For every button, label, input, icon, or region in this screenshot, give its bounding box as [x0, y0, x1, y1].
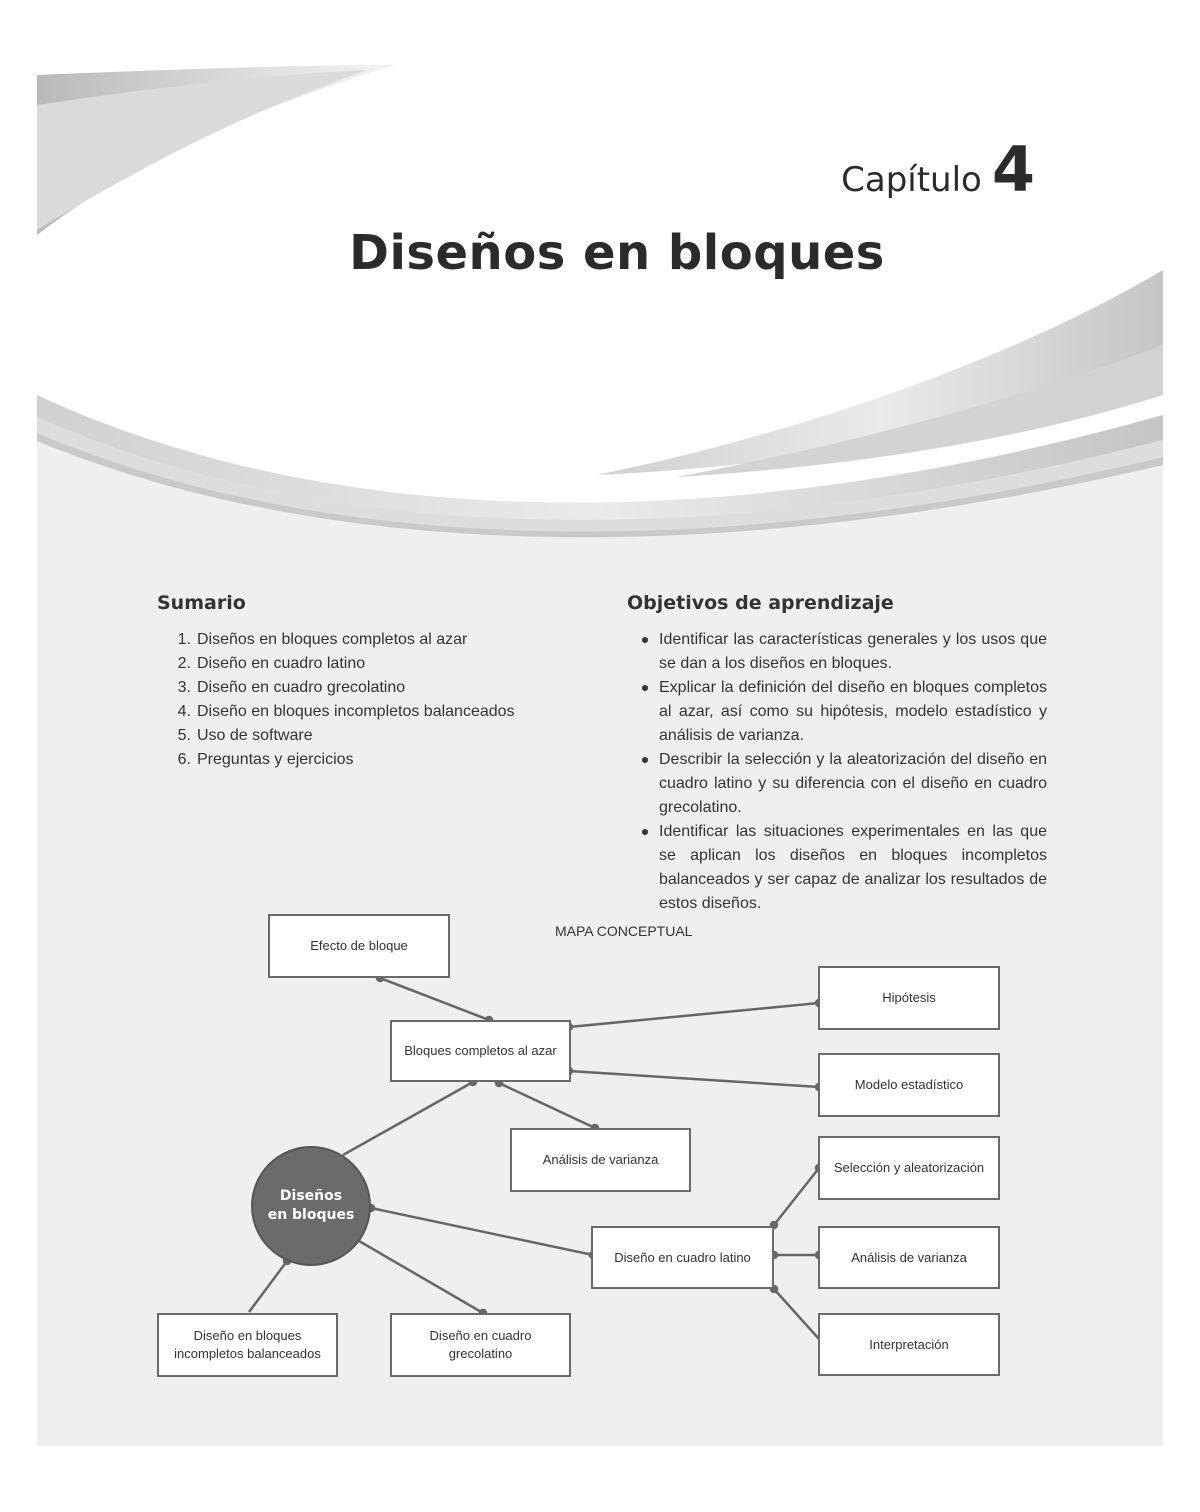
center-line: Diseños [279, 1188, 343, 1204]
node-seleccion-aleatorizacion: Selección y aleatorización [818, 1136, 1000, 1200]
list-item: 5. Uso de software [175, 724, 515, 748]
chapter-label: Capítulo 4 [841, 133, 1035, 206]
list-item: 3. Diseño en cuadro grecolatino [175, 676, 515, 700]
node-line: incompletos balanceados [174, 1346, 321, 1361]
node-bloques-incompletos: Diseño en bloques incompletos balanceados [157, 1313, 338, 1377]
item-text: Diseño en bloques incompletos balanceado… [197, 703, 515, 720]
node-efecto-de-bloque: Efecto de bloque [268, 914, 450, 978]
node-center-disenos-en-bloques: Diseños en bloques [251, 1146, 371, 1266]
page-title: Diseños en bloques [349, 225, 885, 281]
item-number: 3. [177, 679, 191, 696]
item-text: Uso de software [197, 727, 313, 744]
item-text: Diseño en cuadro latino [197, 655, 366, 672]
objectives-heading: Objetivos de aprendizaje [627, 592, 894, 614]
node-cuadro-grecolatino: Diseño en cuadro grecolatino [390, 1313, 571, 1377]
concept-map-title: MAPA CONCEPTUAL [555, 923, 693, 939]
list-item: 2. Diseño en cuadro latino [175, 652, 515, 676]
summary-heading: Sumario [157, 592, 246, 614]
node-line: Diseño en cuadro [429, 1328, 532, 1343]
node-hipotesis: Hipótesis [818, 966, 1000, 1030]
item-text: Diseños en bloques completos al azar [197, 631, 468, 648]
list-item: Explicar la definición del diseño en blo… [639, 676, 1047, 748]
list-item: 1. Diseños en bloques completos al azar [175, 628, 515, 652]
item-text: Preguntas y ejercicios [197, 751, 354, 768]
list-item: Describir la selección y la aleatorizaci… [639, 748, 1047, 820]
node-modelo-estadistico: Modelo estadístico [818, 1053, 1000, 1117]
node-cuadro-latino: Diseño en cuadro latino [591, 1226, 774, 1289]
page-background: Capítulo 4 Diseños en bloques Sumario 1.… [37, 65, 1163, 1446]
list-item: Identificar las situaciones experimental… [639, 820, 1047, 916]
node-line: Diseño en bloques [193, 1328, 302, 1343]
objectives-list: Identificar las características generale… [639, 628, 1047, 916]
decorative-swoosh [37, 65, 1163, 565]
item-number: 4. [177, 703, 191, 720]
item-number: 1. [177, 631, 191, 648]
summary-list: 1. Diseños en bloques completos al azar 2… [175, 628, 515, 772]
list-item: 4. Diseño en bloques incompletos balancea… [175, 700, 515, 724]
item-number: 2. [177, 655, 191, 672]
chapter-word: Capítulo [841, 160, 982, 200]
node-line: grecolatino [448, 1346, 513, 1361]
node-analisis-varianza-1: Análisis de varianza [510, 1128, 691, 1192]
list-item: Identificar las características generale… [639, 628, 1047, 676]
chapter-number: 4 [991, 133, 1035, 206]
item-text: Diseño en cuadro grecolatino [197, 679, 406, 696]
node-analisis-varianza-2: Análisis de varianza [818, 1226, 1000, 1289]
item-number: 6. [177, 751, 191, 768]
node-bloques-completos: Bloques completos al azar [390, 1020, 571, 1082]
list-item: 6. Preguntas y ejercicios [175, 748, 515, 772]
item-number: 5. [177, 727, 191, 744]
node-interpretacion: Interpretación [818, 1313, 1000, 1376]
center-line: en bloques [267, 1207, 355, 1223]
